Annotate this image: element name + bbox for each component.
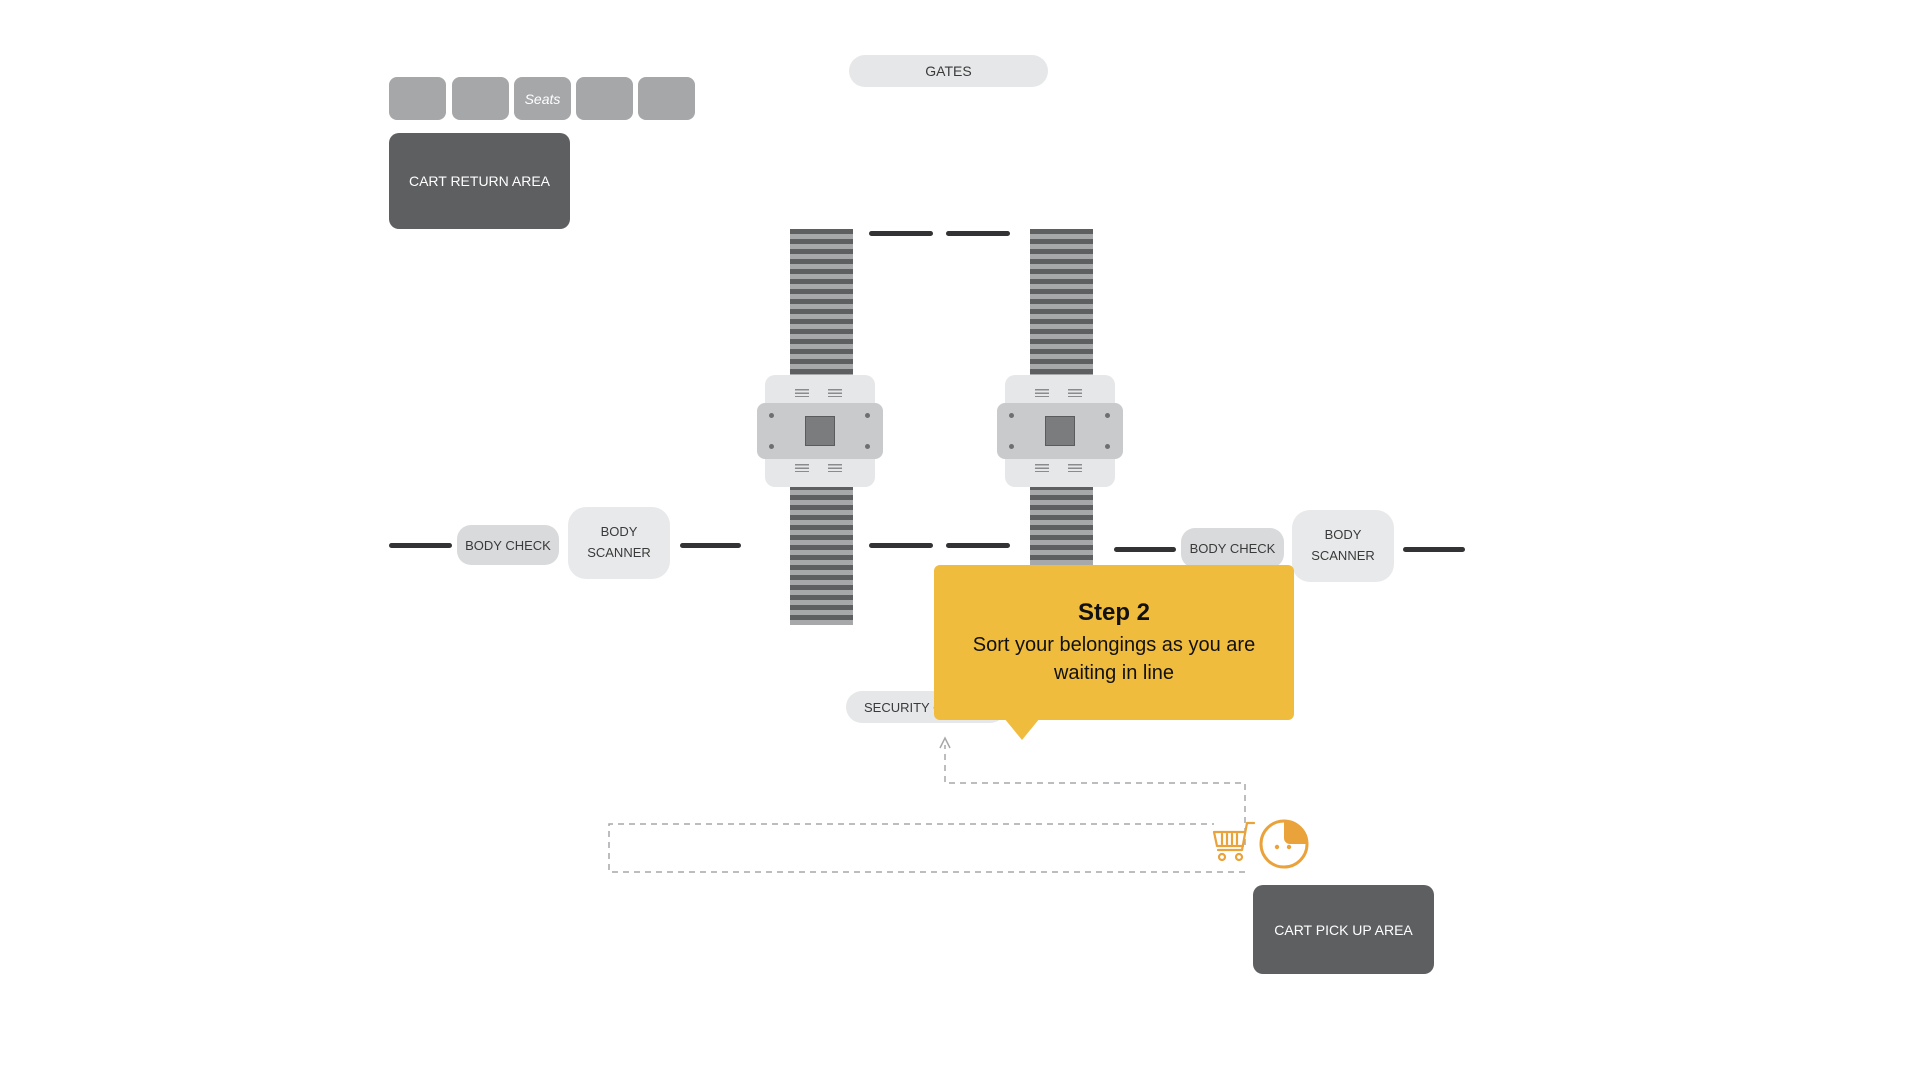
body-scanner-label-line1: BODY bbox=[600, 524, 638, 540]
seat bbox=[452, 77, 509, 120]
conveyor-belt bbox=[790, 229, 853, 377]
conveyor-belt bbox=[1030, 485, 1093, 565]
vent-icon bbox=[1035, 464, 1049, 472]
conveyor-belt bbox=[790, 485, 853, 625]
path-arrow-icon bbox=[939, 736, 951, 749]
tooltip-pointer bbox=[1004, 718, 1040, 740]
body-scanner-label-line2: SCANNER bbox=[587, 545, 651, 560]
conveyor-belt bbox=[1030, 229, 1093, 377]
queue-barrier bbox=[389, 543, 452, 548]
bolt-icon bbox=[1105, 444, 1110, 449]
vent-icon bbox=[1068, 464, 1082, 472]
shopping-cart-icon bbox=[1212, 821, 1256, 862]
queue-barrier bbox=[869, 543, 933, 548]
body-check-station: BODY CHECK bbox=[1181, 528, 1284, 568]
vent-icon bbox=[795, 389, 809, 397]
body-scanner-label-line2: SCANNER bbox=[1311, 548, 1375, 563]
path-to-security bbox=[944, 745, 1246, 845]
bolt-icon bbox=[1105, 413, 1110, 418]
queue-barrier bbox=[869, 231, 933, 236]
queue-barrier bbox=[946, 231, 1010, 236]
vent-icon bbox=[828, 464, 842, 472]
vent-icon bbox=[1068, 389, 1082, 397]
bolt-icon bbox=[1009, 444, 1014, 449]
queue-barrier bbox=[680, 543, 741, 548]
seat bbox=[638, 77, 695, 120]
queue-barrier bbox=[1114, 547, 1176, 552]
bolt-icon bbox=[865, 413, 870, 418]
machine-window bbox=[1045, 416, 1075, 446]
bolt-icon bbox=[1009, 413, 1014, 418]
body-scanner-station: BODY SCANNER bbox=[568, 507, 670, 579]
xray-machine bbox=[757, 375, 883, 487]
bolt-icon bbox=[769, 444, 774, 449]
seats-label: Seats bbox=[514, 77, 571, 120]
queue-barrier bbox=[1403, 547, 1465, 552]
gates-label: GATES bbox=[849, 55, 1048, 87]
cart-pickup-area: CART PICK UP AREA bbox=[1253, 885, 1434, 974]
bolt-icon bbox=[769, 413, 774, 418]
vent-icon bbox=[1035, 389, 1049, 397]
body-check-station: BODY CHECK bbox=[457, 525, 559, 565]
machine-window bbox=[805, 416, 835, 446]
path-loop bbox=[608, 823, 1245, 873]
cart-return-area: CART RETURN AREA bbox=[389, 133, 570, 229]
step-tooltip: Step 2 Sort your belongings as you are w… bbox=[934, 565, 1294, 720]
seat bbox=[389, 77, 446, 120]
person-face-icon bbox=[1259, 819, 1309, 869]
seat bbox=[576, 77, 633, 120]
tooltip-body-line2: waiting in line bbox=[1053, 661, 1175, 684]
tooltip-title: Step 2 bbox=[1077, 598, 1151, 626]
bolt-icon bbox=[865, 444, 870, 449]
vent-icon bbox=[828, 389, 842, 397]
body-scanner-label-line1: BODY bbox=[1324, 527, 1362, 543]
xray-machine bbox=[997, 375, 1123, 487]
vent-icon bbox=[795, 464, 809, 472]
tooltip-body-line1: Sort your belongings as you are bbox=[972, 633, 1256, 656]
body-scanner-station: BODY SCANNER bbox=[1292, 510, 1394, 582]
queue-barrier bbox=[946, 543, 1010, 548]
